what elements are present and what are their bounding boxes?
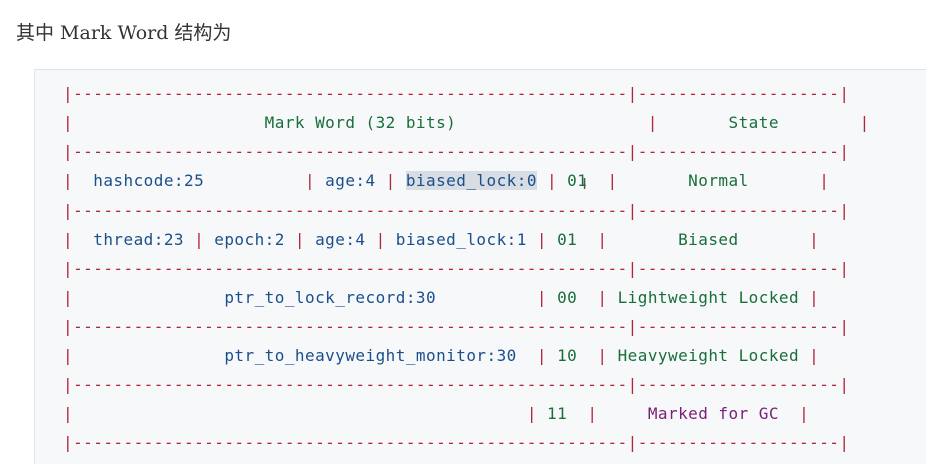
header-mark-word: Mark Word (32 bits) (264, 113, 457, 132)
header-state: State (728, 113, 779, 132)
field-epoch: epoch:2 (214, 230, 285, 249)
row-border: | (587, 171, 689, 190)
lock-bits: 01 (557, 230, 578, 249)
state-marked-for-gc: Marked for GC (647, 404, 779, 423)
lock-bits: 10 (557, 346, 578, 365)
state-normal: Normal (688, 171, 749, 190)
state-heavyweight-locked: Heavyweight Locked (617, 346, 800, 365)
field-age: age:4 (325, 171, 376, 190)
row-border: | (63, 404, 527, 423)
row-border: | (204, 171, 326, 190)
row-border: | (284, 230, 316, 249)
row-border: | (63, 230, 94, 249)
field-ptr-to-heavyweight-monitor: ptr_to_heavyweight_monitor:30 (224, 346, 517, 365)
lock-bits: 00 (557, 288, 578, 307)
row-border: | (778, 404, 810, 423)
field-thread: thread:23 (93, 230, 184, 249)
row-border: | (63, 288, 225, 307)
row-border: | (436, 288, 558, 307)
field-ptr-to-lock-record: ptr_to_lock_record:30 (224, 288, 437, 307)
row-border: | (63, 346, 225, 365)
row-border: | (738, 230, 820, 249)
lock-bits: 11 (546, 404, 568, 423)
row-border: | (799, 346, 820, 365)
row-border: | (748, 171, 830, 190)
row-border: | (567, 404, 648, 423)
table-border-line: |---------------------------------------… (63, 259, 850, 278)
row-border: | (516, 346, 558, 365)
state-lightweight-locked: Lightweight Locked (617, 288, 800, 307)
row-border: | (778, 113, 870, 132)
mark-word-table[interactable]: |---------------------------------------… (63, 84, 870, 452)
table-border-line: |---------------------------------------… (63, 142, 850, 161)
field-hashcode: hashcode:25 (93, 171, 205, 190)
page-heading: 其中 Mark Word 结构为 (16, 22, 232, 44)
field-biased-lock-highlighted: biased_lock:0 (405, 171, 537, 190)
table-border-line: |---------------------------------------… (63, 375, 850, 394)
row-border: | (526, 404, 547, 423)
row-border: | (577, 346, 618, 365)
table-border-line: |---------------------------------------… (63, 84, 850, 103)
row-border: | (63, 113, 265, 132)
table-border-line: |---------------------------------------… (63, 433, 850, 452)
row-border: | (536, 171, 568, 190)
field-biased-lock: biased_lock:1 (395, 230, 527, 249)
table-border-line: |---------------------------------------… (63, 317, 850, 336)
code-block[interactable]: |---------------------------------------… (34, 69, 926, 464)
row-border: | (63, 171, 94, 190)
field-age: age:4 (315, 230, 366, 249)
row-border: | (526, 230, 558, 249)
lock-bits: 01 (567, 171, 588, 190)
row-border: | (184, 230, 215, 249)
table-border-line: |---------------------------------------… (63, 201, 850, 220)
row-border: | (375, 171, 406, 190)
row-border: | (456, 113, 729, 132)
state-biased: Biased (678, 230, 739, 249)
row-border: | (577, 230, 679, 249)
row-border: | (365, 230, 396, 249)
row-border: | (799, 288, 820, 307)
row-border: | (577, 288, 618, 307)
